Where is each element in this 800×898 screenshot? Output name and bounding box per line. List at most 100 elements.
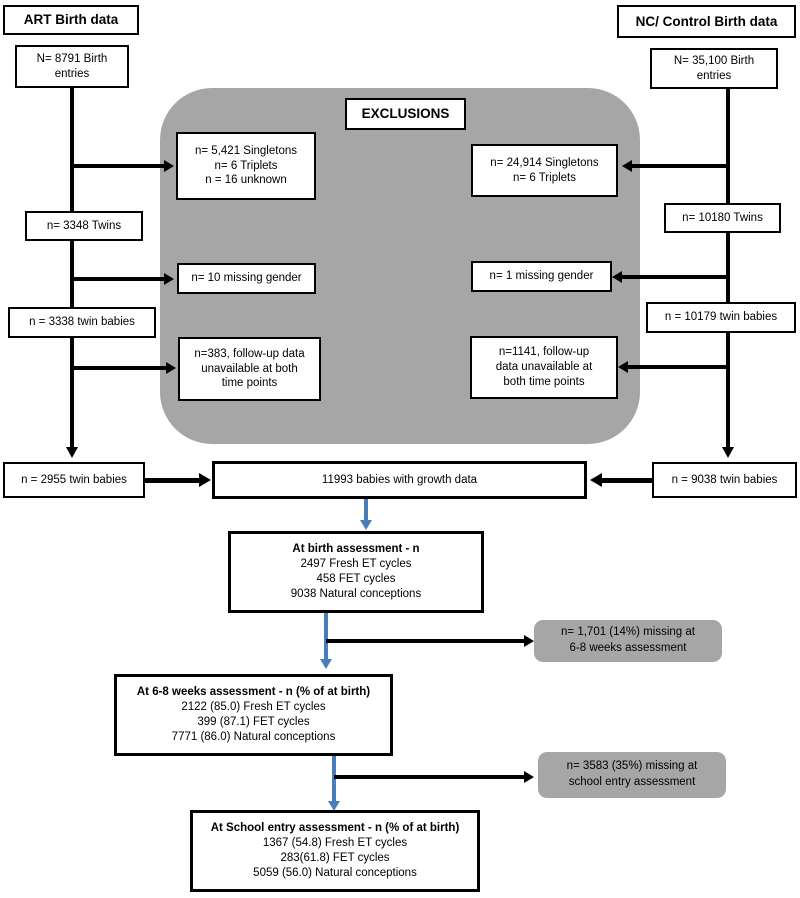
art-spine-lower [70, 337, 74, 449]
assessment-six-eight-weeks-row-0: 2122 (85.0) Fresh ET cycles [181, 701, 326, 714]
missing-sixeight-weeks-line2: 6-8 weeks assessment [569, 642, 687, 654]
assessment-at-birth-row-0: 2497 Fresh ET cycles [300, 558, 412, 571]
control-arm-header-label: NC/ Control Birth data [635, 13, 778, 29]
control-twin-babies-label: n = 10179 twin babies [664, 311, 778, 324]
art-spine-mid [70, 240, 74, 308]
art-exclusion-followup-line3: time points [221, 377, 278, 390]
assessment-six-eight-weeks-title: At 6-8 weeks assessment - n (% of at bir… [136, 686, 371, 699]
art-branch-followup-arrowhead [166, 362, 176, 374]
exclusions-panel-title: EXCLUSIONS [345, 98, 466, 130]
combined-growth-data-box: 11993 babies with growth data [212, 461, 587, 499]
assessment-school-entry-title: At School entry assessment - n (% of at … [210, 822, 460, 835]
assessment-school-entry-row-2: 5059 (56.0) Natural conceptions [253, 866, 417, 879]
art-final-twin-babies-box: n = 2955 twin babies [3, 462, 145, 498]
missing-school-entry-line2: school entry assessment [568, 776, 696, 788]
control-branch-missing-gender [622, 275, 728, 279]
assessment-at-birth-title: At birth assessment - n [292, 543, 420, 556]
control-final-twin-babies-box: n = 9038 twin babies [652, 462, 797, 498]
control-branch-missing-gender-arrowhead [612, 271, 622, 283]
birth-to-sixeight-connector [324, 613, 328, 660]
art-spine-upper [70, 88, 74, 212]
control-to-combined-line [600, 478, 652, 483]
art-exclusion-followup-box: n=383, follow-up data unavailable at bot… [178, 337, 321, 401]
assessment-at-birth-row-2: 9038 Natural conceptions [290, 587, 422, 600]
control-exclusion-singletons-line2: n= 6 Triplets [513, 171, 576, 184]
sixeight-to-school-connector [332, 756, 336, 802]
assessment-six-eight-weeks-row-1: 399 (87.1) FET cycles [197, 716, 310, 728]
missing-sixeight-weeks-line1: n= 1,701 (14%) missing at [561, 626, 695, 639]
art-birth-entries-line1: N= 8791 Birth [36, 52, 108, 65]
art-exclusion-missing-gender-label: n= 10 missing gender [191, 272, 302, 285]
missing-sixeight-weeks-box: n= 1,701 (14%) missing at 6-8 weeks asse… [534, 620, 722, 662]
growth-to-birth-arrowhead [360, 520, 372, 530]
control-exclusion-followup-line1: n=1141, follow-up [498, 346, 590, 359]
control-branch-followup-arrowhead [618, 361, 628, 373]
combined-growth-data-label: 11993 babies with growth data [321, 473, 478, 486]
birth-to-sixeight-arrowhead [320, 659, 332, 669]
branch-missing-school-arrowhead [524, 771, 534, 783]
control-exclusion-missing-gender-label: n= 1 missing gender [489, 270, 594, 283]
control-exclusion-singletons-line1: n= 24,914 Singletons [490, 156, 599, 169]
art-exclusion-singletons-line1: n= 5,421 Singletons [195, 144, 297, 157]
exclusions-title-label: EXCLUSIONS [361, 106, 450, 122]
assessment-at-birth-box: At birth assessment - n 2497 Fresh ET cy… [228, 531, 484, 613]
art-twins-box: n= 3348 Twins [25, 211, 143, 241]
assessment-six-eight-weeks-row-2: 7771 (86.0) Natural conceptions [171, 730, 336, 743]
art-exclusion-singletons-box: n= 5,421 Singletons n= 6 Triplets n = 16… [176, 132, 316, 200]
art-exclusion-singletons-line3: n = 16 unknown [205, 174, 287, 187]
art-exclusion-missing-gender-box: n= 10 missing gender [177, 263, 316, 294]
assessment-school-entry-row-0: 1367 (54.8) Fresh ET cycles [262, 837, 408, 850]
art-birth-entries-line2: entries [54, 67, 90, 80]
control-birth-entries-line2: entries [696, 69, 732, 82]
control-final-twin-babies-label: n = 9038 twin babies [671, 473, 778, 486]
branch-missing-sixeight-arrowhead [524, 635, 534, 647]
control-branch-followup [628, 365, 728, 369]
branch-missing-sixeight-line [326, 639, 526, 643]
assessment-at-birth-row-1: 458 FET cycles [316, 573, 396, 585]
control-spine-arrowhead [722, 447, 734, 458]
art-to-combined-arrowhead [199, 473, 211, 487]
control-branch-singletons [632, 164, 728, 168]
control-spine-upper [726, 88, 730, 204]
control-branch-singletons-arrowhead [622, 160, 632, 172]
control-exclusion-followup-box: n=1141, follow-up data unavailable at bo… [470, 336, 618, 399]
art-twin-babies-box: n = 3338 twin babies [8, 307, 156, 338]
control-exclusion-followup-line3: both time points [503, 375, 585, 388]
assessment-school-entry-box: At School entry assessment - n (% of at … [190, 810, 480, 892]
art-branch-followup [70, 366, 166, 370]
art-branch-singletons [70, 164, 165, 168]
growth-to-birth-connector [364, 499, 368, 521]
art-twins-label: n= 3348 Twins [46, 219, 122, 232]
art-arm-header-label: ART Birth data [23, 12, 119, 28]
art-to-combined-line [145, 478, 200, 483]
art-arm-header: ART Birth data [3, 5, 139, 35]
art-final-twin-babies-label: n = 2955 twin babies [21, 473, 127, 486]
art-exclusion-followup-line1: n=383, follow-up data [194, 347, 305, 360]
art-birth-entries-box: N= 8791 Birth entries [15, 45, 129, 88]
assessment-six-eight-weeks-box: At 6-8 weeks assessment - n (% of at bir… [114, 674, 393, 756]
art-exclusion-followup-line2: unavailable at both [201, 362, 298, 375]
missing-school-entry-box: n= 3583 (35%) missing at school entry as… [538, 752, 726, 798]
control-birth-entries-line1: N= 35,100 Birth [673, 54, 755, 67]
art-spine-arrowhead [66, 447, 78, 458]
control-spine-lower [726, 332, 730, 449]
control-arm-header: NC/ Control Birth data [617, 5, 796, 38]
control-birth-entries-box: N= 35,100 Birth entries [650, 48, 778, 89]
control-exclusion-singletons-box: n= 24,914 Singletons n= 6 Triplets [471, 144, 618, 197]
control-spine-mid [726, 232, 730, 303]
sixeight-to-school-arrowhead [328, 801, 340, 811]
control-twin-babies-box: n = 10179 twin babies [646, 302, 796, 333]
art-branch-singletons-arrowhead [164, 160, 174, 172]
control-exclusion-followup-line2: data unavailable at [495, 361, 593, 374]
control-exclusion-missing-gender-box: n= 1 missing gender [471, 261, 612, 292]
assessment-school-entry-row-1: 283(61.8) FET cycles [280, 852, 390, 864]
missing-school-entry-line1: n= 3583 (35%) missing at [566, 760, 698, 773]
control-twins-box: n= 10180 Twins [664, 203, 781, 233]
art-twin-babies-label: n = 3338 twin babies [29, 316, 135, 329]
branch-missing-school-line [334, 775, 526, 779]
art-branch-missing-gender [70, 277, 165, 281]
art-exclusion-singletons-line2: n= 6 Triplets [214, 159, 278, 172]
control-twins-label: n= 10180 Twins [682, 211, 763, 224]
control-to-combined-arrowhead [590, 473, 602, 487]
